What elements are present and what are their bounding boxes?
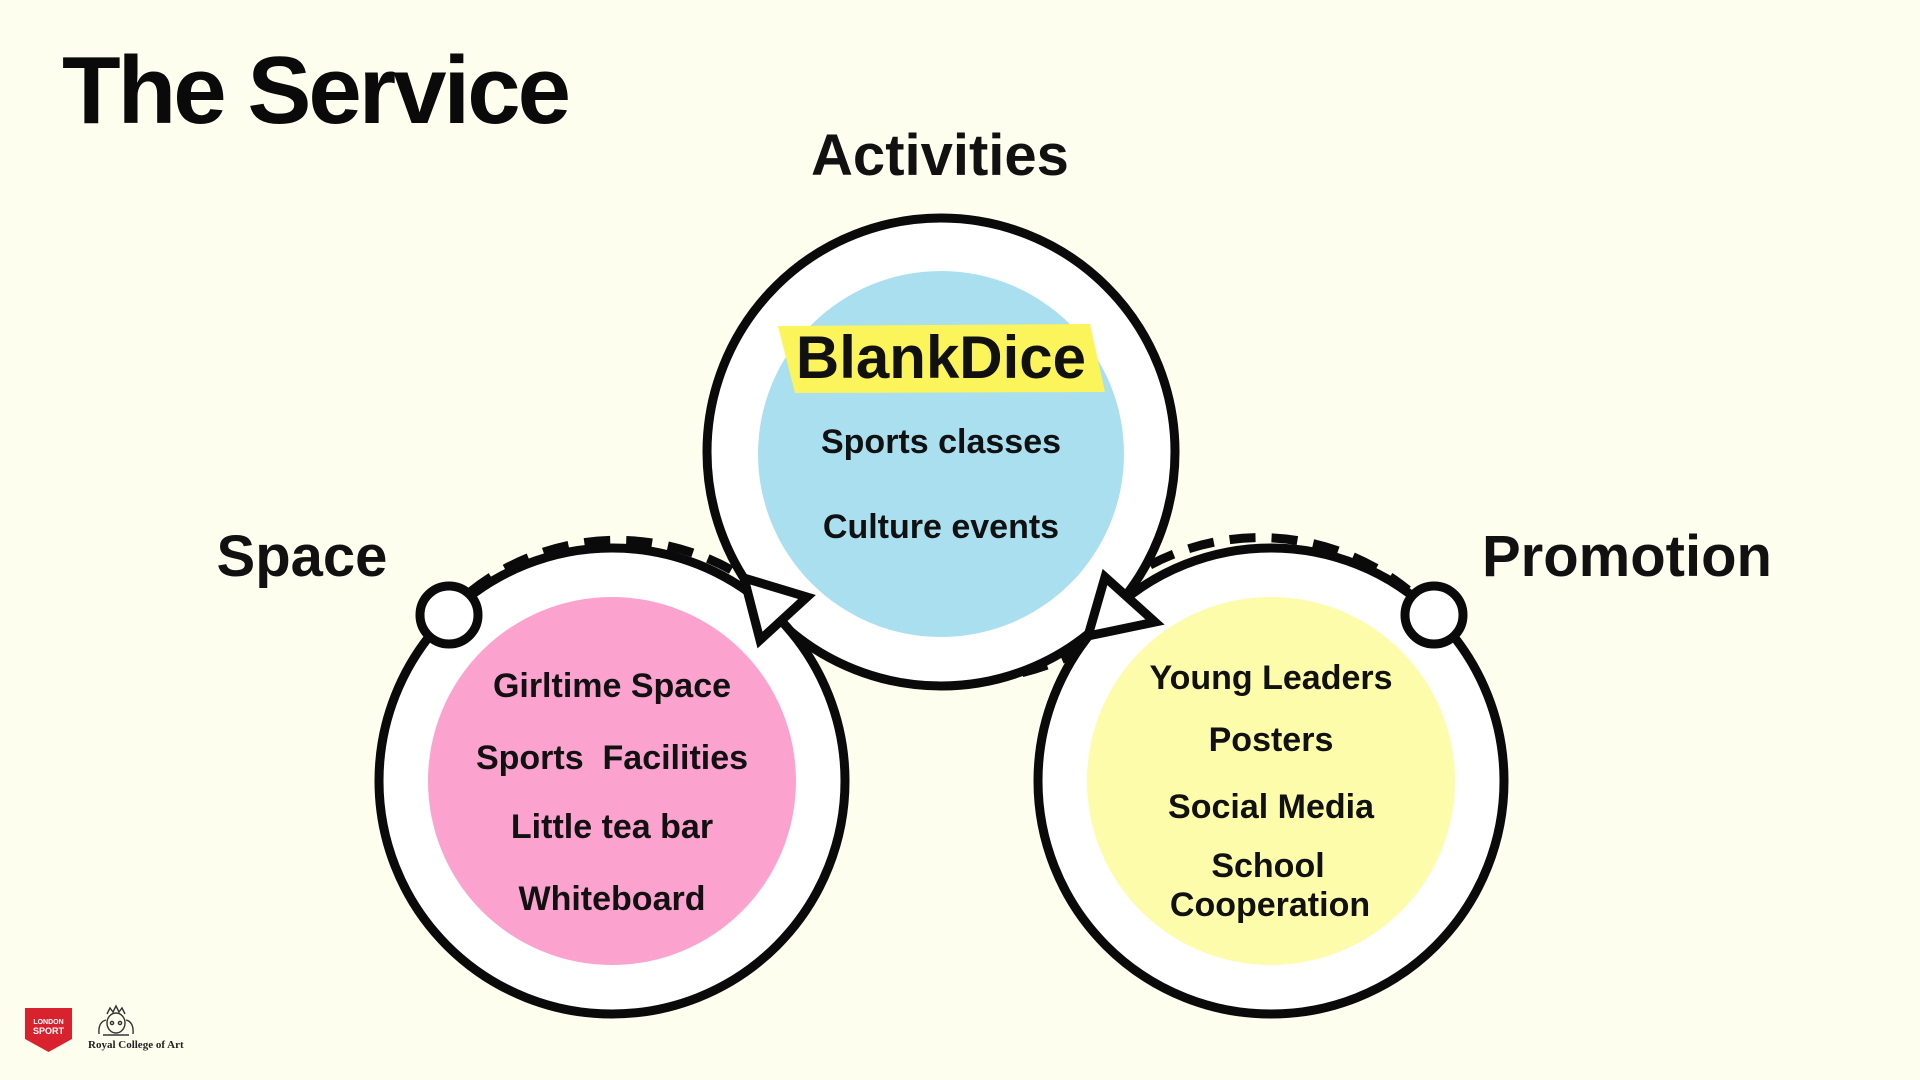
dashed-arc-promotion-to-activities [1147,533,1411,594]
promotion-inner-circle [1087,597,1455,965]
promotion-item-social-media: Social Media [1168,788,1375,826]
dashed-arc-space-to-activities [467,535,743,596]
space-item-sports-facilities: Sports Facilities [476,739,748,777]
page-title: The Service [62,37,571,144]
activities-heading: Activities [811,123,1069,188]
promotion-item-school: School [1211,847,1324,885]
activities-item-culture-events: Culture events [823,508,1059,546]
london-sport-line2: SPORT [33,1026,65,1036]
crest-icon [98,1004,134,1036]
space-heading: Space [217,524,388,589]
shield-icon [25,1008,72,1052]
space-item-little-tea-bar: Little tea bar [511,808,713,846]
promotion-item-posters: Posters [1209,721,1334,759]
brand-name: BlankDice [796,324,1086,391]
london-sport-logo: LONDON SPORT [25,1008,72,1052]
promotion-start-marker [1400,581,1468,649]
rca-logo: Royal College of Art [88,1003,208,1055]
brand-highlight [778,324,1105,393]
activities-item-sports-classes: Sports classes [821,423,1061,461]
rca-label: Royal College of Art [88,1039,184,1051]
promotion-item-cooperation: Cooperation [1170,886,1370,924]
space-item-girltime-space: Girltime Space [493,667,731,705]
promotion-item-young-leaders: Young Leaders [1149,659,1392,697]
space-inner-circle [428,597,796,965]
promotion-heading: Promotion [1482,524,1772,589]
arrowhead-left [737,571,816,649]
arrowhead-right [1081,568,1165,642]
space-item-whiteboard: Whiteboard [519,880,706,918]
london-sport-line1: LONDON [33,1019,63,1026]
space-start-marker [415,581,483,649]
